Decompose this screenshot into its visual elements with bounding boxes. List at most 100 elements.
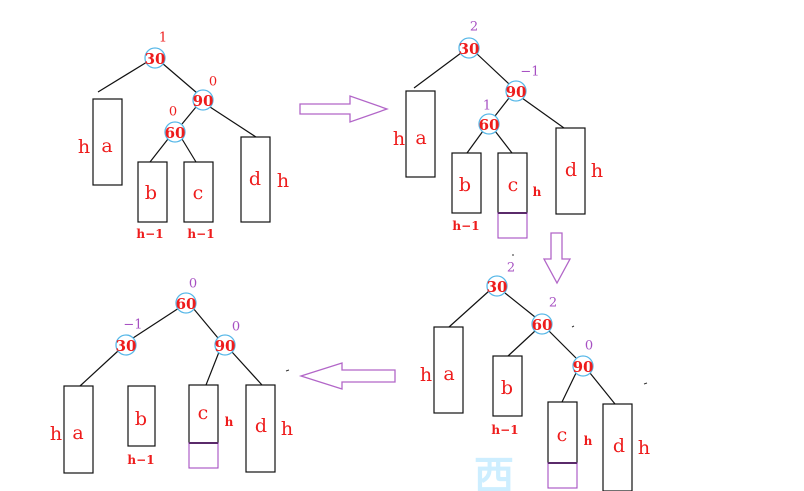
subtree-c-label: c (198, 402, 209, 424)
tree-edge (589, 372, 616, 405)
subtree-d-box (602, 403, 633, 491)
node-60 (175, 292, 197, 314)
subtree-a-label: a (443, 363, 454, 385)
tree-edge (504, 292, 536, 318)
node-60 (164, 121, 186, 143)
subtree-b-box (137, 161, 168, 223)
subtree-d-label: d (249, 168, 261, 190)
tree-edge (475, 52, 510, 85)
inserted-level-box (188, 442, 219, 469)
tree-edge (132, 307, 180, 339)
arrow-right (299, 95, 389, 123)
subtree-d-box (555, 127, 586, 215)
node-30 (115, 334, 137, 356)
node-30 (486, 275, 508, 297)
node-60-label: 60 (165, 124, 186, 142)
tree-edge (466, 130, 484, 154)
subtree-b-label: b (135, 408, 147, 430)
node-90 (214, 334, 236, 356)
watermark-glyph: 西 (474, 453, 514, 491)
subtree-b-label: b (145, 182, 157, 204)
tree-edge (521, 97, 565, 129)
tree-edge (413, 52, 462, 89)
tree-edge (149, 138, 169, 163)
node-30-balance-factor: −1 (123, 318, 142, 333)
node-90-balance-factor: 0 (232, 320, 240, 335)
subtree-b-height: h−1 (452, 219, 479, 233)
arrow-left (298, 362, 396, 390)
subtree-b-box (492, 355, 523, 417)
tree-edge (494, 130, 513, 154)
subtree-a-box (92, 98, 123, 186)
node-30-label: 30 (487, 278, 508, 296)
subtree-b-height: h−1 (136, 227, 163, 241)
inserted-level-box (547, 462, 578, 489)
tree-edge (181, 138, 197, 163)
subtree-c-height: h (533, 185, 542, 199)
subtree-b-box (127, 385, 156, 447)
node-90-label: 90 (215, 337, 236, 355)
node-90-label: 90 (573, 358, 594, 376)
subtree-a-height: h (50, 423, 62, 445)
subtree-c-box (547, 401, 578, 464)
node-60-balance-factor: 1 (483, 99, 491, 114)
subtree-d-label: d (565, 159, 577, 181)
tree-edge (494, 97, 510, 117)
node-90-label: 90 (193, 92, 214, 110)
node-30-balance-factor: 1 (159, 31, 167, 46)
subtree-c-label: c (508, 174, 519, 196)
node-60-balance-factor: 0 (169, 105, 177, 120)
subtree-c-box (188, 384, 219, 444)
tree-edge (448, 290, 490, 328)
subtree-a-height: h (78, 136, 90, 158)
subtree-b-height: h−1 (127, 453, 154, 467)
subtree-d-height: h (281, 418, 293, 440)
tree-edge (561, 372, 577, 403)
subtree-a-label: a (101, 135, 112, 157)
tree-edge (205, 351, 220, 386)
subtree-b-height: h−1 (491, 423, 518, 437)
node-90-balance-factor: −1 (520, 65, 539, 80)
subtree-a-box (433, 326, 464, 414)
node-30-balance-factor: 2 (470, 20, 478, 35)
node-60 (531, 313, 553, 335)
node-60 (478, 113, 500, 135)
subtree-c-box (183, 161, 214, 223)
subtree-d-label: d (613, 435, 625, 457)
node-60-label: 60 (532, 316, 553, 334)
node-30-label: 30 (116, 337, 137, 355)
arrow-down (542, 232, 572, 285)
node-60-label: 60 (479, 116, 500, 134)
stray-mark (571, 325, 575, 328)
subtree-a-box (405, 90, 436, 178)
node-30 (458, 37, 480, 59)
subtree-d-label: d (255, 415, 267, 437)
tree-edge (209, 106, 257, 138)
stray-mark (643, 382, 648, 385)
subtree-d-box (245, 384, 276, 473)
subtree-a-height: h (393, 128, 405, 150)
tree-edge (161, 62, 198, 94)
tree-edge (181, 106, 197, 125)
subtree-c-label: c (557, 424, 568, 446)
node-60-balance-factor: 0 (189, 277, 197, 292)
tree-edge (79, 350, 119, 387)
node-60-balance-factor: 2 (549, 296, 557, 311)
node-90-balance-factor: 0 (209, 75, 217, 90)
subtree-c-height: h (225, 415, 234, 429)
node-90 (192, 89, 214, 111)
node-30-balance-factor: 2 (507, 261, 515, 276)
node-30-label: 30 (145, 50, 166, 68)
tree-edge (507, 330, 536, 357)
inserted-level-box (497, 212, 528, 239)
node-30 (144, 47, 166, 69)
subtree-c-box (497, 152, 528, 214)
subtree-d-box (240, 136, 271, 223)
node-60-label: 60 (176, 295, 197, 313)
subtree-b-label: b (459, 174, 471, 196)
tree-edge (548, 330, 577, 359)
